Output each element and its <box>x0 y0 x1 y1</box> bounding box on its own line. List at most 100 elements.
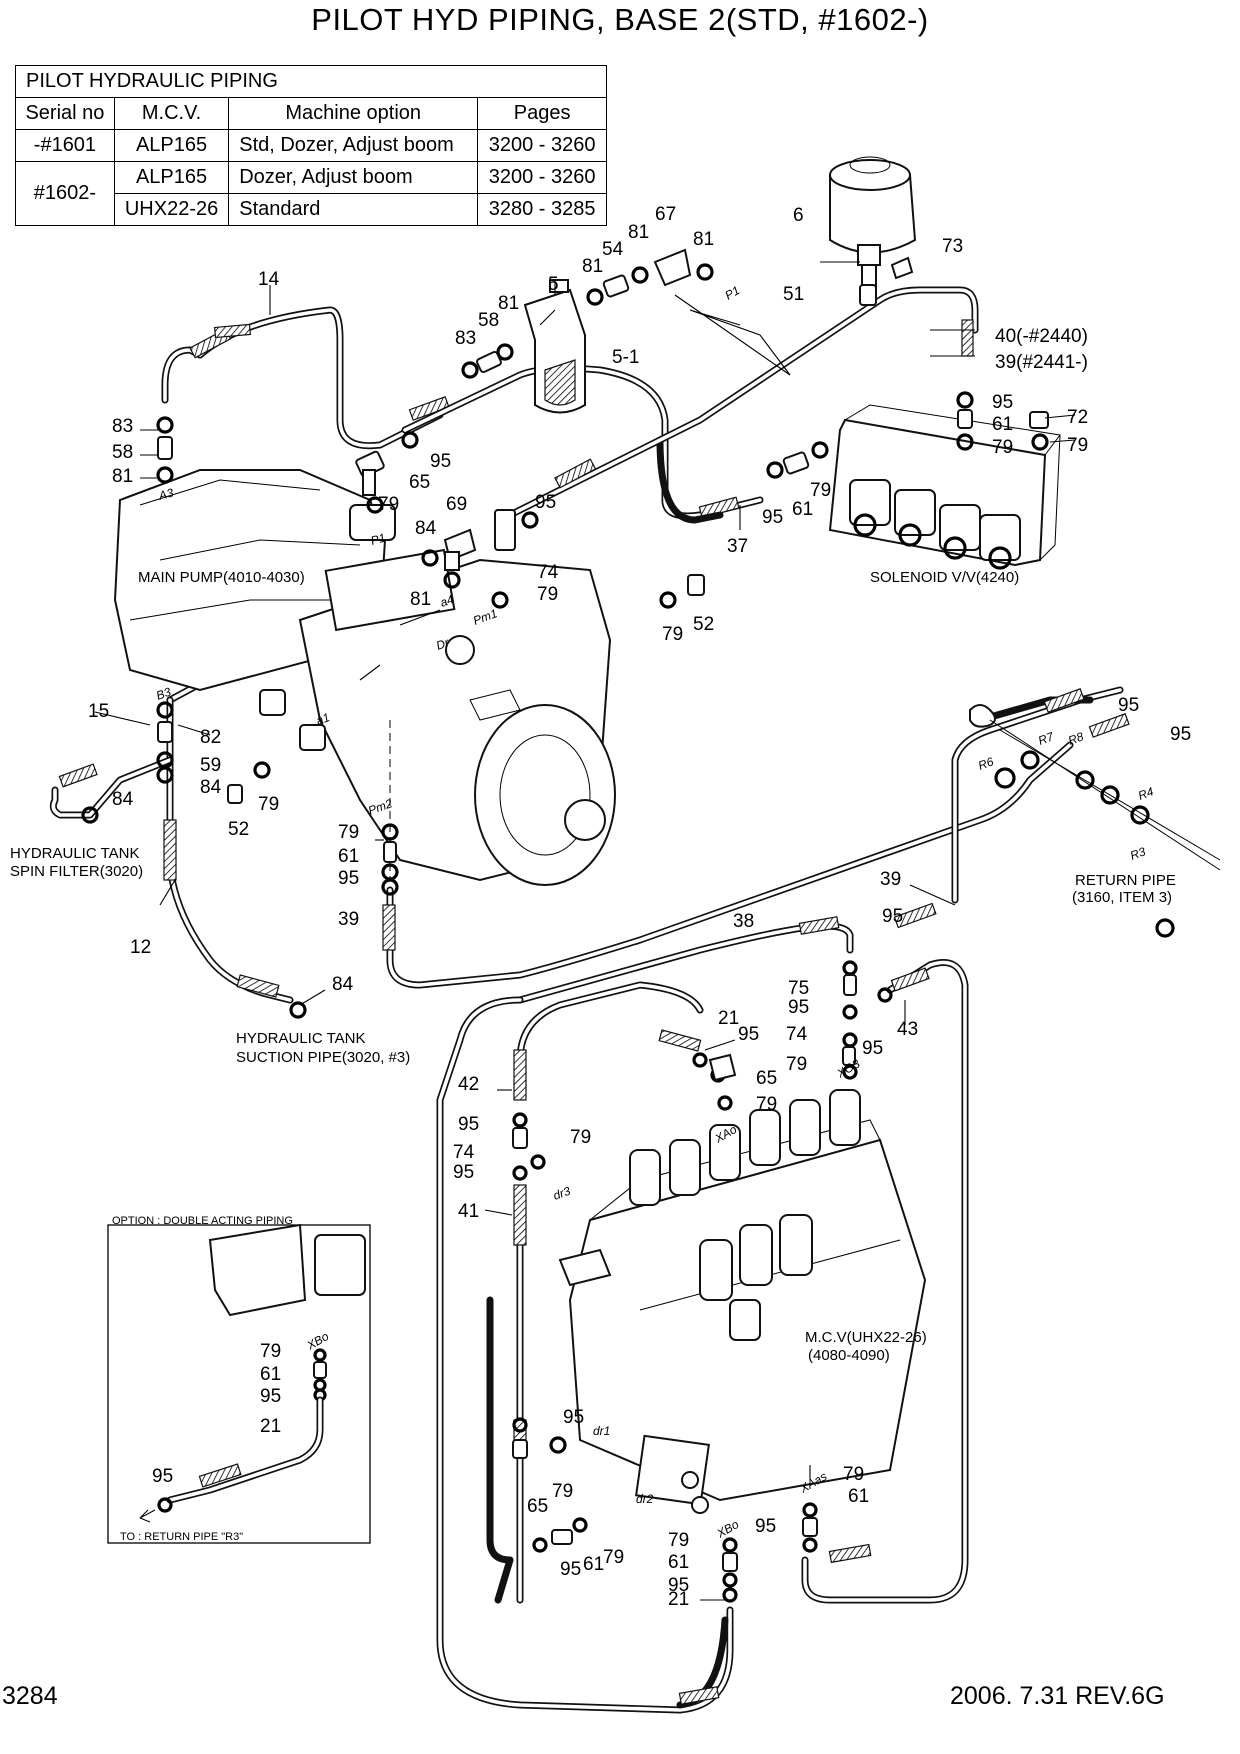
cell-option: Dozer, Adjust boom <box>228 161 479 194</box>
part-79: 79 <box>756 1094 777 1115</box>
part-95: 95 <box>738 1024 759 1045</box>
fittings <box>81 248 1049 1603</box>
label-return-pipe-1: RETURN PIPE <box>1075 872 1176 889</box>
solenoid-valve <box>828 404 1061 570</box>
part-12: 12 <box>130 937 151 958</box>
mcv-spool-caps <box>629 1089 861 1341</box>
main-pump <box>113 469 616 886</box>
component-labels: MAIN PUMP(4010-4030) SOLENOID V/V(4240) … <box>10 569 1176 1364</box>
part-84: 84 <box>112 789 134 810</box>
part-59: 59 <box>200 755 221 776</box>
pipe-38 <box>516 916 854 1004</box>
table-row: #1602- ALP165 Dozer, Adjust boom 3200 - … <box>15 161 607 226</box>
port-r3: R3 <box>1128 844 1148 863</box>
option-return-label: TO : RETURN PIPE "R3" <box>120 1531 243 1543</box>
table-caption-row: PILOT HYDRAULIC PIPING <box>15 65 607 98</box>
port-a3: A3 <box>156 485 175 503</box>
cell-serial: -#1601 <box>15 129 115 162</box>
pipe-43-loop <box>801 959 969 1604</box>
part-58: 58 <box>112 442 133 463</box>
part-95: 95 <box>430 451 451 472</box>
cell-mcv: UHX22-26 <box>113 193 230 226</box>
cell-mcv: ALP165 <box>113 161 230 194</box>
label-spin-filter-1: HYDRAULIC TANK <box>10 845 139 862</box>
port-r4: R4 <box>1136 784 1156 803</box>
part-14: 14 <box>258 269 280 290</box>
part-81: 81 <box>693 229 714 250</box>
part-79: 79 <box>810 480 831 501</box>
table-row: -#1601 ALP165 Std, Dozer, Adjust boom 32… <box>15 129 607 162</box>
part-74: 74 <box>786 1024 808 1045</box>
cell-option: Standard <box>228 193 479 226</box>
part-38: 38 <box>733 911 754 932</box>
accumulator <box>829 156 917 291</box>
part-54: 54 <box>602 239 624 260</box>
part-95: 95 <box>458 1114 479 1135</box>
cell-mcv: ALP165 <box>113 129 230 162</box>
part-95: 95 <box>762 507 783 528</box>
part-39: 39 <box>338 909 359 930</box>
part-81: 81 <box>112 466 133 487</box>
part-21: 21 <box>668 1589 689 1610</box>
part-69: 69 <box>446 494 467 515</box>
part-39: 39 <box>880 869 901 890</box>
part-6: 6 <box>793 205 804 226</box>
hose-15 <box>49 756 174 819</box>
table-caption: PILOT HYDRAULIC PIPING <box>15 65 607 98</box>
reference-table: PILOT HYDRAULIC PIPING Serial no M.C.V. … <box>15 65 607 226</box>
part-95: 95 <box>992 392 1013 413</box>
part-52: 52 <box>693 614 714 635</box>
label-return-pipe-2: (3160, ITEM 3) <box>1072 889 1172 906</box>
footer-date-revision: 2006. 7.31 REV.6G <box>950 1682 1165 1710</box>
option-part-95: 95 <box>260 1386 281 1407</box>
footer-page-number: 3284 <box>2 1682 58 1710</box>
solenoid-coils <box>849 479 1021 570</box>
part-52: 52 <box>228 819 249 840</box>
option-part-79: 79 <box>260 1341 281 1362</box>
port-p1-pump: P1 <box>369 531 387 548</box>
option-part-21: 21 <box>260 1416 281 1437</box>
port-dr1: dr1 <box>593 1424 610 1438</box>
part-42: 42 <box>458 1074 479 1095</box>
label-suction-pipe-2: SUCTION PIPE(3020, #3) <box>236 1049 410 1066</box>
part-79: 79 <box>258 794 279 815</box>
table-row: UHX22-26 Standard 3280 - 3285 <box>16 193 607 226</box>
port-dr: Dr <box>434 635 452 653</box>
port-a4: a4 <box>438 592 456 610</box>
port-r6: R6 <box>976 754 996 773</box>
label-mcv-2: (4080-4090) <box>808 1347 890 1364</box>
part-75: 75 <box>788 978 809 999</box>
part-79: 79 <box>786 1054 807 1075</box>
part-43: 43 <box>897 1019 918 1040</box>
part-95: 95 <box>453 1162 474 1183</box>
option-box-title: OPTION : DOUBLE ACTING PIPING <box>112 1215 293 1227</box>
part-79: 79 <box>570 1127 591 1148</box>
part-61: 61 <box>992 414 1013 435</box>
port-dr3: dr3 <box>551 1184 572 1203</box>
part-41: 41 <box>458 1201 479 1222</box>
port-dr2: dr2 <box>636 1492 654 1506</box>
part-79: 79 <box>552 1481 573 1502</box>
leader-lines <box>94 261 1076 1601</box>
part-65: 65 <box>527 1496 548 1517</box>
part-58: 58 <box>478 310 499 331</box>
part-83: 83 <box>455 328 476 349</box>
part-79: 79 <box>668 1530 689 1551</box>
part-61: 61 <box>338 846 359 867</box>
pipe-37 <box>656 436 724 524</box>
part-79: 79 <box>843 1464 864 1485</box>
part-61: 61 <box>583 1554 604 1575</box>
part-83: 83 <box>112 416 133 437</box>
part-67: 67 <box>655 204 676 225</box>
part-95: 95 <box>563 1407 584 1428</box>
page-title: PILOT HYD PIPING, BASE 2(STD, #1602-) <box>311 2 929 37</box>
port-a1: a1 <box>314 710 331 728</box>
option-part-95: 95 <box>152 1466 173 1487</box>
part-81: 81 <box>628 222 649 243</box>
label-main-pump: MAIN PUMP(4010-4030) <box>138 569 305 586</box>
header-pages: Pages <box>477 97 607 130</box>
part-74: 74 <box>453 1142 475 1163</box>
pilot-line-filter <box>523 279 586 414</box>
part-61: 61 <box>792 499 813 520</box>
